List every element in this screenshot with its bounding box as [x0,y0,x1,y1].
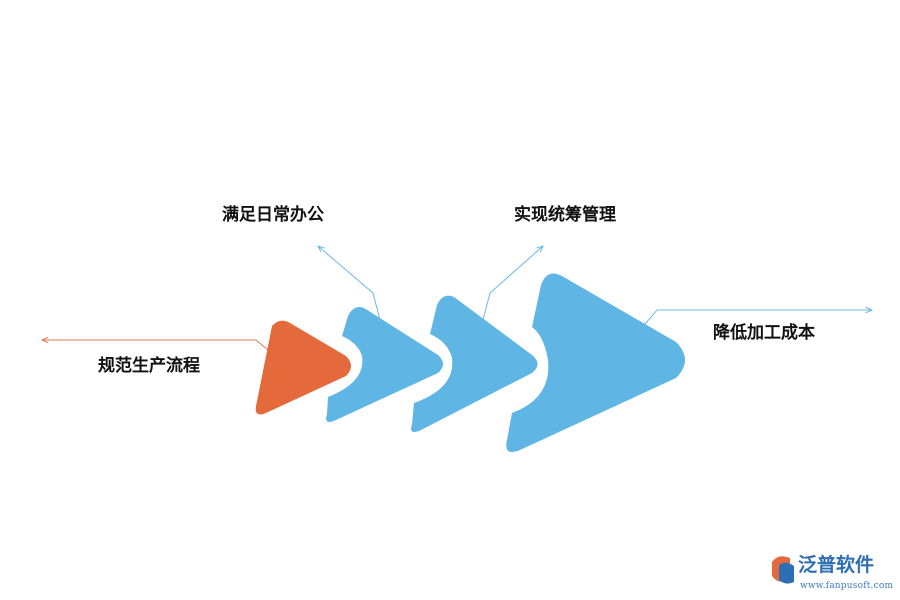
leader-arrow-top-right [482,246,543,321]
brand-url: www.fanpusoft.com [800,581,894,591]
step-shape-4 [506,273,685,453]
step-shape-3 [411,295,538,432]
leader-arrow-right [639,310,872,331]
leader-arrow-top-left [318,246,381,321]
fanpu-logo-icon [772,556,794,584]
label-top-left: 满足日常办公 [222,205,324,225]
brand-name: 泛普软件 [798,554,875,576]
label-top-right: 实现统筹管理 [514,205,616,225]
leader-arrow-left [42,340,269,351]
step-shape-2 [326,307,443,422]
label-left: 规范生产流程 [98,356,200,376]
label-right: 降低加工成本 [713,323,815,343]
step-shape-1 [255,320,351,415]
